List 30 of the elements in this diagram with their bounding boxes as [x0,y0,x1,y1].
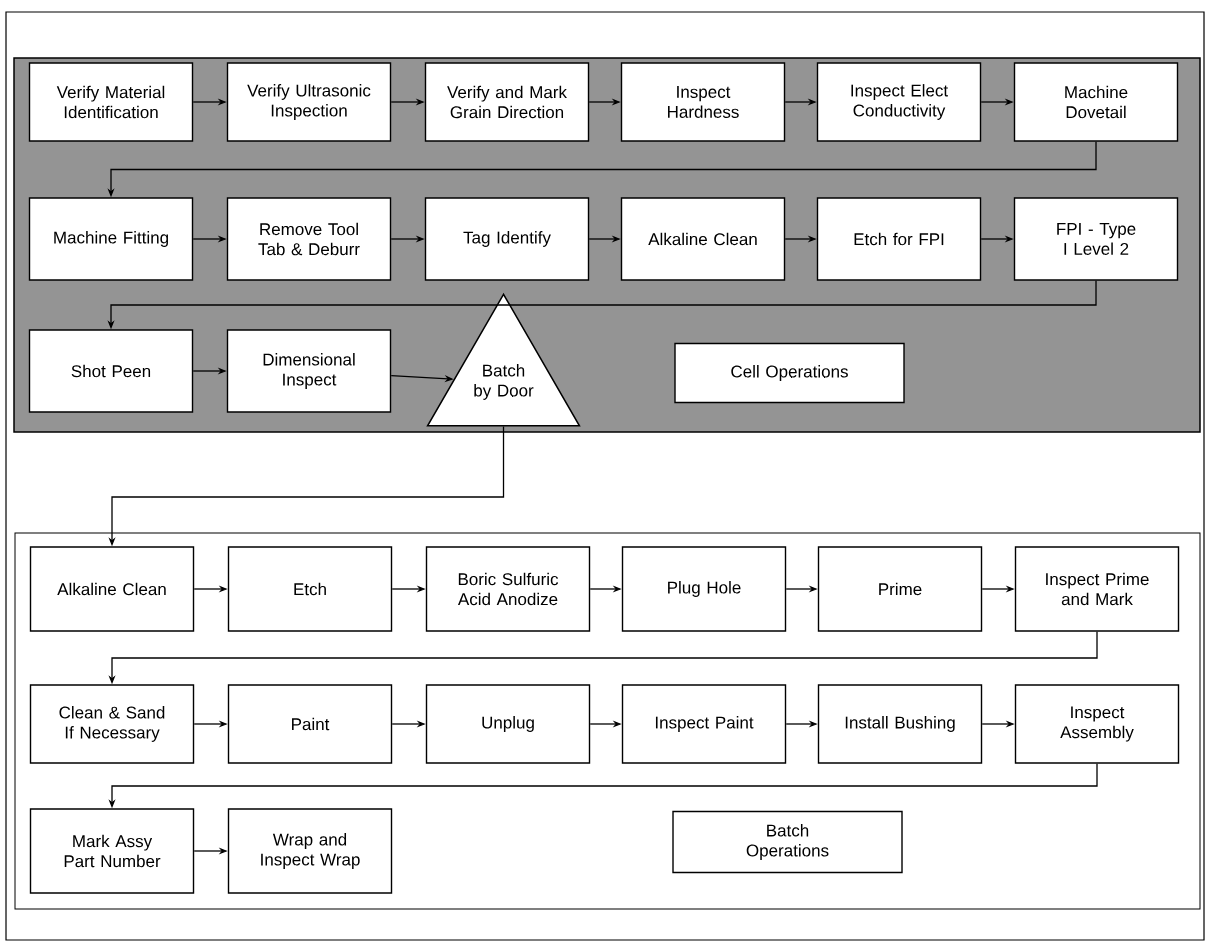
process-step-box: Tag Identify [424,197,590,281]
process-step-box: Verify Ultrasonic Inspection [226,62,392,142]
section-label-box: Batch Operations [672,810,903,874]
process-step-box: Inspect Prime and Mark [1014,546,1180,632]
process-step-box: Alkaline Clean [620,197,786,281]
process-step-box: Inspect Elect Conductivity [816,62,982,142]
process-step-box: Mark Assy Part Number [29,808,195,894]
process-step-box: Shot Peen [28,329,194,413]
process-step-box: Boric Sulfuric Acid Anodize [425,546,591,632]
process-step-box: Alkaline Clean [29,546,195,632]
process-step-box: Inspect Assembly [1014,684,1180,764]
process-step-box: Paint [227,684,393,764]
process-step-box: Etch [227,546,393,632]
process-step-box: Unplug [425,684,591,764]
process-step-box: Remove Tool Tab & Deburr [226,197,392,281]
process-step-box: Machine Dovetail [1013,62,1179,142]
process-step-box: FPI - Type I Level 2 [1013,197,1179,281]
process-step-box: Install Bushing [817,684,983,764]
process-step-box: Inspect Paint [621,684,787,764]
section-label-box: Cell Operations [674,342,905,404]
process-step-box: Etch for FPI [816,197,982,281]
process-step-box: Machine Fitting [28,197,194,281]
process-step-box: Prime [817,546,983,632]
process-step-box: Dimensional Inspect [226,329,392,413]
process-step-box: Verify Material Identification [28,62,194,142]
process-step-box: Inspect Hardness [620,62,786,142]
process-step-box: Plug Hole [621,546,787,632]
process-step-box: Clean & Sand If Necessary [29,684,195,764]
process-step-box: Wrap and Inspect Wrap [227,808,393,894]
process-step-box: Verify and Mark Grain Direction [424,62,590,142]
